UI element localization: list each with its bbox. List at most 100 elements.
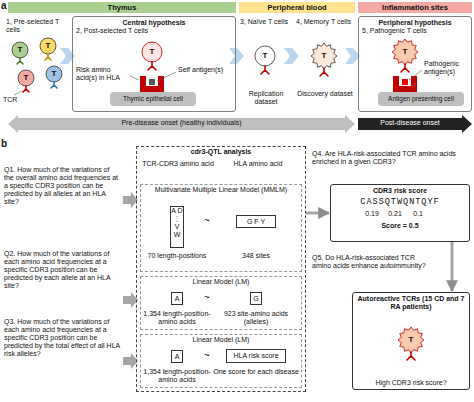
stage-arrow <box>284 48 299 64</box>
node-text: Central hypothesis <box>76 19 232 27</box>
leader-line <box>14 91 22 95</box>
count-label: 1,354 length-position-amino acids <box>143 368 210 383</box>
label-box: 4, Memory T cells <box>296 18 354 26</box>
label-box: Pre-disease onset (healthy individuals) <box>20 119 343 127</box>
node-text: G <box>251 293 261 304</box>
label-box: ~ <box>192 292 222 304</box>
tcr-symbol <box>261 66 269 74</box>
label-box: T <box>147 47 157 57</box>
label-box: Q2. How much of the variations of each a… <box>4 250 120 290</box>
cell-letter: T <box>322 51 327 60</box>
count-label: 348 sites <box>242 252 270 259</box>
vector-box: A D ⋮ V W <box>170 206 184 248</box>
label-box: Post-disease onset <box>360 119 460 127</box>
hla-molecule <box>393 76 417 92</box>
label-box: T <box>21 73 31 83</box>
count-label: One score for each disease <box>213 368 299 375</box>
part-label: Pathogenic antigen(s) <box>424 60 459 75</box>
cell-box: Antigen presenting cell <box>378 92 464 106</box>
label-box: Q1. How much of the variations of the ov… <box>4 166 120 206</box>
hla-molecule <box>140 76 164 92</box>
region-band: Inflammation sites <box>358 2 472 13</box>
t-cell <box>142 42 162 62</box>
label-box: Pathogenic antigen(s) <box>424 60 470 76</box>
question-text: Q3. How much of the variations of each a… <box>4 318 120 357</box>
score-value: 0.1 <box>413 210 423 217</box>
label-box: T <box>15 45 25 55</box>
node-text: Peripheral hypothesis <box>362 19 468 27</box>
label-box: ~ <box>192 350 222 362</box>
cell-letter: T <box>403 47 408 56</box>
label-box: T <box>406 335 416 345</box>
sequence-text: CASSQTWQNTQYF <box>360 197 439 207</box>
label-box: Q5. Do HLA-risk-associated TCR amino aci… <box>312 254 432 270</box>
tcr-symbol <box>401 64 409 72</box>
timeline-label: Post-disease onset <box>380 119 440 126</box>
vector-box: G <box>250 292 262 305</box>
dataset-label: Replication dataset <box>249 90 284 105</box>
cell-letter: T <box>52 69 57 78</box>
label-box: T <box>319 51 329 61</box>
label-box: Q4. Are HLA-risk-associated TCR amino ac… <box>312 150 470 166</box>
dataset-label: Discovery dataset <box>297 90 353 97</box>
label-box: 0.1 <box>407 210 429 218</box>
timeline-arrow <box>358 115 472 133</box>
node-text: Autoreactive TCRs (15 CD and 7 RA patien… <box>356 295 466 311</box>
timeline-arrow <box>8 115 472 133</box>
node-text: Linear Model (LM) <box>143 278 299 286</box>
label-box: b <box>1 138 11 150</box>
region-band: Thymus <box>8 2 236 13</box>
label-box: T <box>43 41 53 51</box>
score-value: Score = 0.5 <box>381 222 418 229</box>
cell-letter: T <box>18 45 23 54</box>
label-box: 0.21 <box>384 210 406 218</box>
timeline-label: Pre-disease onset (healthy individuals) <box>121 119 241 126</box>
timeline-arrow <box>8 115 355 133</box>
node-text: Linear Model (LM) <box>143 336 299 344</box>
cell-letter: T <box>263 51 268 60</box>
node-text: Thymic epithelial cell <box>110 92 196 106</box>
node-text: Inflammation sites <box>358 2 472 13</box>
vector-box: A <box>171 292 183 305</box>
label-box: Score = 0.5 <box>332 222 468 230</box>
node-text: CDR3 risk score <box>334 187 466 195</box>
tilde-sign: ~ <box>204 215 210 226</box>
label-box: Risk amino acid(s) in HLA <box>76 66 129 82</box>
connector <box>451 242 454 291</box>
node-text: Multivariate Multiple Linear Model (MMLM… <box>143 186 299 194</box>
hypothesis-box: Central hypothesis2, Post-selected T cel… <box>72 16 236 112</box>
label-box: One score for each disease <box>212 368 300 376</box>
node-text: Thymus <box>8 2 236 13</box>
node-text: Antigen presenting cell <box>378 92 464 106</box>
activated-t-cell <box>392 39 418 65</box>
region-band: Peripheral blood <box>239 2 355 13</box>
label-box: 0.19 <box>361 210 383 218</box>
label-box: 1,354 length-position-amino acids <box>138 368 216 384</box>
axis-label: TCR-CDR3 amino acid <box>142 160 214 167</box>
count-label: 70 length-positions <box>148 252 207 259</box>
axis-label: HLA amino acid <box>233 160 282 167</box>
t-cell <box>12 42 28 58</box>
node-text: G F Y <box>237 216 275 227</box>
antigen <box>149 79 155 85</box>
antigen <box>149 79 408 85</box>
tilde-sign: ~ <box>204 292 210 303</box>
activated-t-cell <box>311 43 337 69</box>
label-box: 1,354 length-position-amino acids <box>138 310 216 326</box>
cell-letter: T <box>409 335 414 344</box>
question-text: Q2. How much of the variations of each a… <box>4 250 110 289</box>
node-text: High CDR3 risk score? <box>356 379 466 387</box>
label-box: 923 site-amino acids (alleles) <box>212 310 300 326</box>
tcr-symbol <box>148 62 156 70</box>
label-box: CASSQTWQNTQYF <box>332 198 468 208</box>
label-box: TCR <box>3 96 21 104</box>
node-text: A <box>172 351 182 362</box>
label-box: T <box>49 69 59 79</box>
score-value: 0.19 <box>365 210 379 217</box>
cell-letter: T <box>24 73 29 82</box>
analysis-box: cdr3-QTL analysisMultivariate Multiple L… <box>136 146 306 392</box>
part-label: Risk amino acid(s) in HLA <box>76 66 120 81</box>
tcr-symbol <box>407 352 415 360</box>
t-cell <box>18 70 34 86</box>
